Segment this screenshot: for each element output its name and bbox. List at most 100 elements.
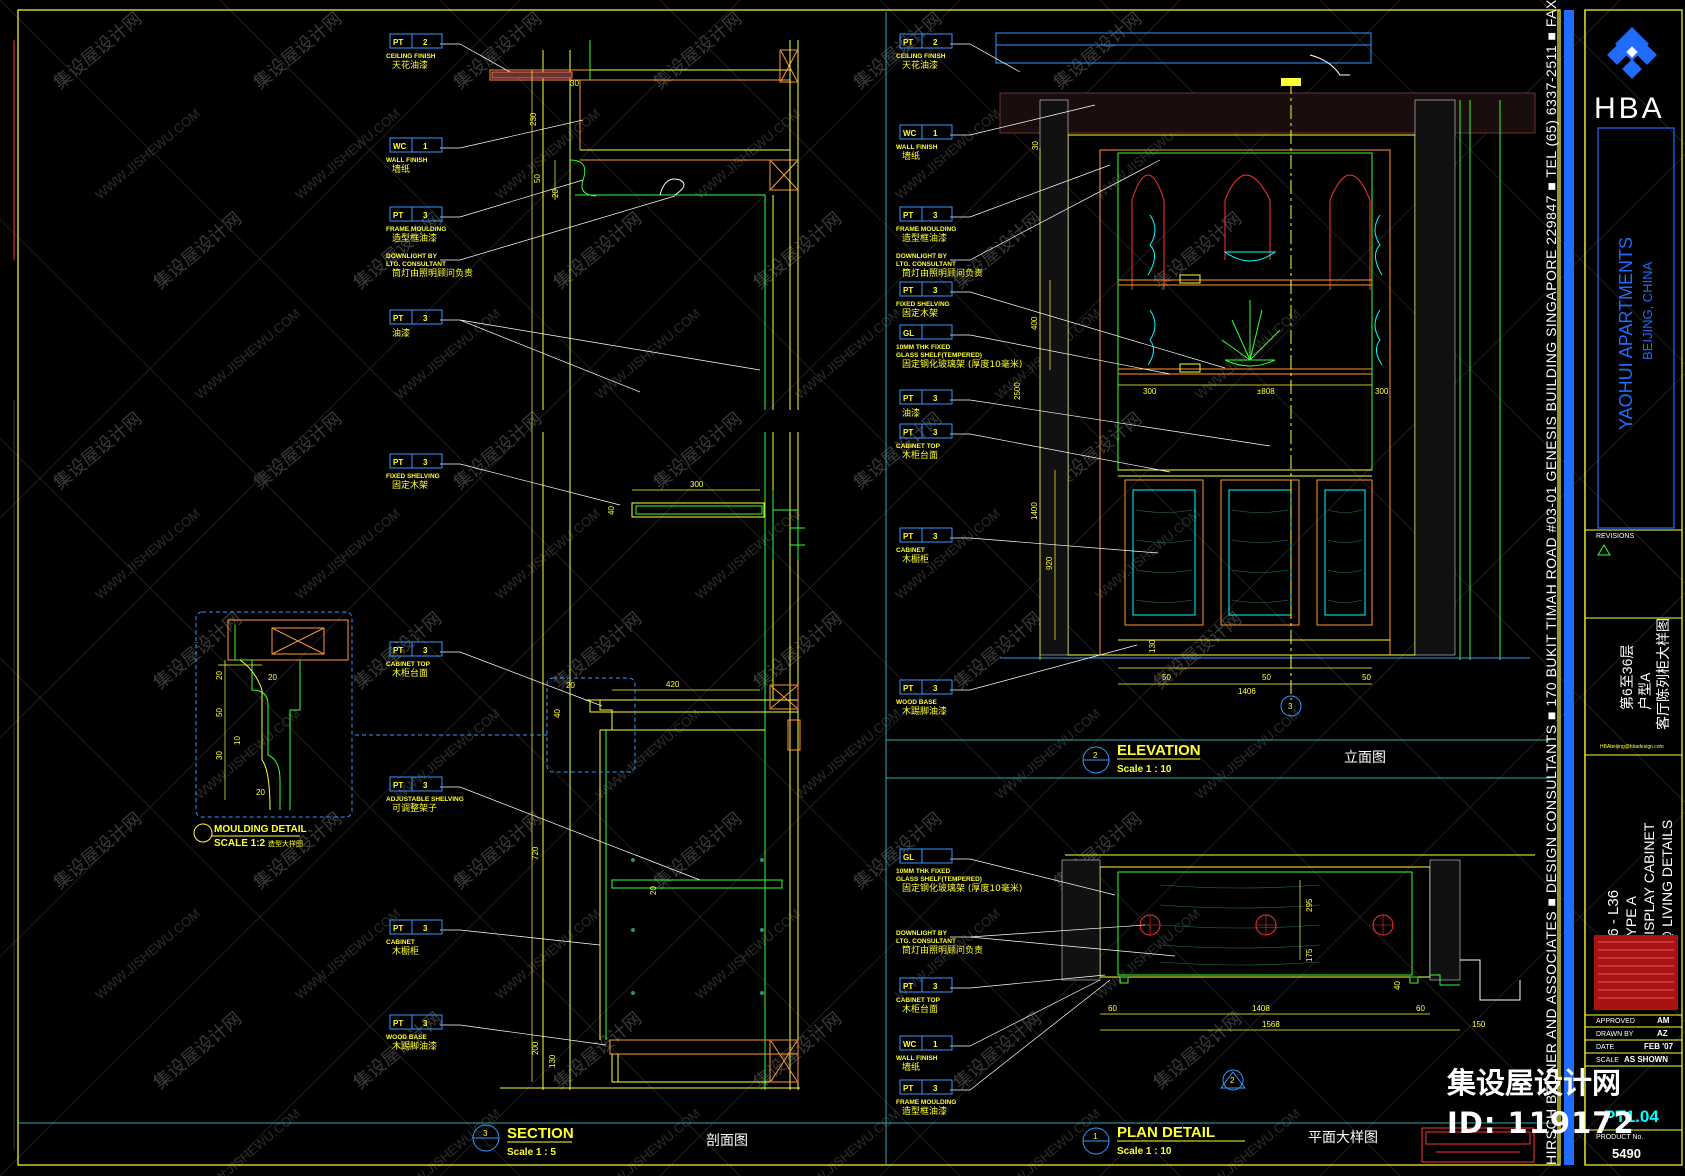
material-number: 3	[423, 314, 428, 323]
leader-lines	[440, 43, 1271, 1091]
product-number-label: PRODUCT No.	[1596, 1134, 1643, 1141]
dim-el-400: 400	[1030, 316, 1039, 330]
dim-el-300a: 300	[1143, 387, 1157, 396]
product-number: 5490	[1612, 1146, 1641, 1161]
material-name-cn: 固定钢化玻璃架 (厚度10毫米)	[902, 358, 1022, 370]
section-scale: Scale 1 : 5	[507, 1147, 556, 1158]
dim-el-920: 920	[1045, 556, 1054, 570]
watermark-url: WWW.JISHEWU.COM	[592, 706, 703, 802]
watermark-text: 集设屋设计网	[550, 1008, 646, 1094]
moulding-scale: SCALE 1:2	[214, 838, 266, 849]
watermark-text: 集设屋设计网	[250, 8, 346, 94]
section-number: 3	[483, 1129, 488, 1138]
drawing-frame	[17, 9, 1683, 1166]
material-name: WOOD BASE	[386, 1034, 427, 1041]
watermark-text: 集设屋设计网	[950, 1008, 1046, 1094]
watermark-url: WWW.JISHEWU.COM	[792, 706, 903, 802]
dim-pl-40: 40	[1393, 981, 1402, 990]
material-number: 1	[423, 142, 428, 151]
material-name: FIXED SHELVING	[386, 473, 440, 480]
approval-stamp-icon	[1421, 1127, 1535, 1163]
material-code: GL	[903, 329, 914, 338]
dim-sec-shelf-t: 40	[607, 506, 616, 515]
moulding-detail	[193, 611, 353, 843]
material-name: WALL FINISH	[386, 157, 428, 164]
dim-sec-a: 30	[570, 79, 579, 88]
office-email: HBAbeijing@hbadesign.com	[1600, 744, 1664, 750]
material-code: PT	[903, 684, 913, 693]
material-name: CABINET TOP	[896, 443, 941, 450]
dim-el-mid: 50	[1262, 673, 1271, 682]
material-name: WALL FINISH	[896, 1055, 938, 1062]
elevation-scale: Scale 1 : 10	[1117, 764, 1172, 775]
material-name-cn: 木柜台面	[392, 667, 428, 679]
watermark-url: WWW.JISHEWU.COM	[292, 506, 403, 602]
material-number: 2	[423, 38, 428, 47]
material-number: 1	[933, 129, 938, 138]
material-number: 3	[423, 781, 428, 790]
dim-sec-top2: 20	[566, 681, 575, 690]
dim-pl-175: 175	[1305, 948, 1314, 962]
watermark-text: 集设屋设计网	[150, 208, 246, 294]
material-name-cn: 木柜台面	[902, 1003, 938, 1015]
drawing-title-cn-1: 第6至36层	[1619, 645, 1635, 710]
material-number: 3	[933, 684, 938, 693]
watermark-text: 集设屋设计网	[550, 608, 646, 694]
material-name: CABINET TOP	[896, 997, 941, 1004]
material-name-cn: 筒灯由照明顾问负责	[902, 944, 983, 956]
material-code: PT	[903, 428, 913, 437]
scale-value: AS SHOWN	[1624, 1055, 1668, 1064]
material-code: WC	[903, 129, 917, 138]
material-name: DOWNLIGHT BY	[896, 930, 948, 937]
plan-title-cn: 平面大样图	[1308, 1130, 1378, 1146]
dim-sec-c: 20	[551, 189, 560, 198]
watermark-url: WWW.JISHEWU.COM	[692, 906, 803, 1002]
material-name-cn: 可调整架子	[392, 802, 437, 814]
material-name: DOWNLIGHT BY	[896, 253, 948, 260]
watermark-url: WWW.JISHEWU.COM	[1192, 706, 1303, 802]
dim-md-20b: 20	[268, 673, 277, 682]
dim-sec-shelf: 300	[690, 480, 704, 489]
drawing-title-en-2: TYPE A	[1623, 895, 1639, 945]
dim-el-300b: 300	[1375, 387, 1389, 396]
watermark-text: 集设屋设计网	[550, 208, 646, 294]
material-name-cn: 固定钢化玻璃架 (厚度10毫米)	[902, 882, 1022, 894]
watermark-text: 集设屋设计网	[50, 808, 146, 894]
material-number: 2	[933, 38, 938, 47]
material-name: DOWNLIGHT BY	[386, 253, 438, 260]
watermark-text: 集设屋设计网	[250, 408, 346, 494]
watermark-text: 集设屋设计网	[450, 8, 546, 94]
watermark-url: WWW.JISHEWU.COM	[792, 306, 903, 402]
material-name-cn: 筒灯由照明顾问负责	[902, 267, 983, 279]
watermark-url: WWW.JISHEWU.COM	[692, 106, 803, 202]
material-name: WOOD BASE	[896, 699, 937, 706]
dim-pl-295: 295	[1305, 898, 1314, 912]
moulding-title-cn: 造型大样图	[268, 839, 303, 848]
plan-number: 1	[1093, 1132, 1098, 1141]
plan-title: PLAN DETAIL	[1117, 1124, 1215, 1141]
watermark-text: 集设屋设计网	[50, 8, 146, 94]
drawing-title-en-3: DISPLAY CABINET	[1641, 822, 1657, 945]
dim-md-10: 10	[233, 736, 242, 745]
watermark-text: 集设屋设计网	[950, 208, 1046, 294]
hba-logo-icon	[1607, 27, 1657, 79]
plan-drawing	[1061, 854, 1535, 1091]
dim-pl-150: 150	[1472, 1020, 1486, 1029]
material-name: CABINET	[896, 547, 925, 554]
material-name-cn: 墙纸	[392, 163, 410, 175]
dim-sec-130: 130	[548, 1054, 557, 1068]
dim-md-30: 30	[215, 751, 224, 760]
watermark-url: WWW.JISHEWU.COM	[92, 106, 203, 202]
watermark-url: WWW.JISHEWU.COM	[92, 506, 203, 602]
elevation-number: 2	[1093, 751, 1098, 760]
material-name-cn: 墙纸	[902, 150, 920, 162]
material-number: 3	[933, 286, 938, 295]
watermark-url: WWW.JISHEWU.COM	[192, 306, 303, 402]
